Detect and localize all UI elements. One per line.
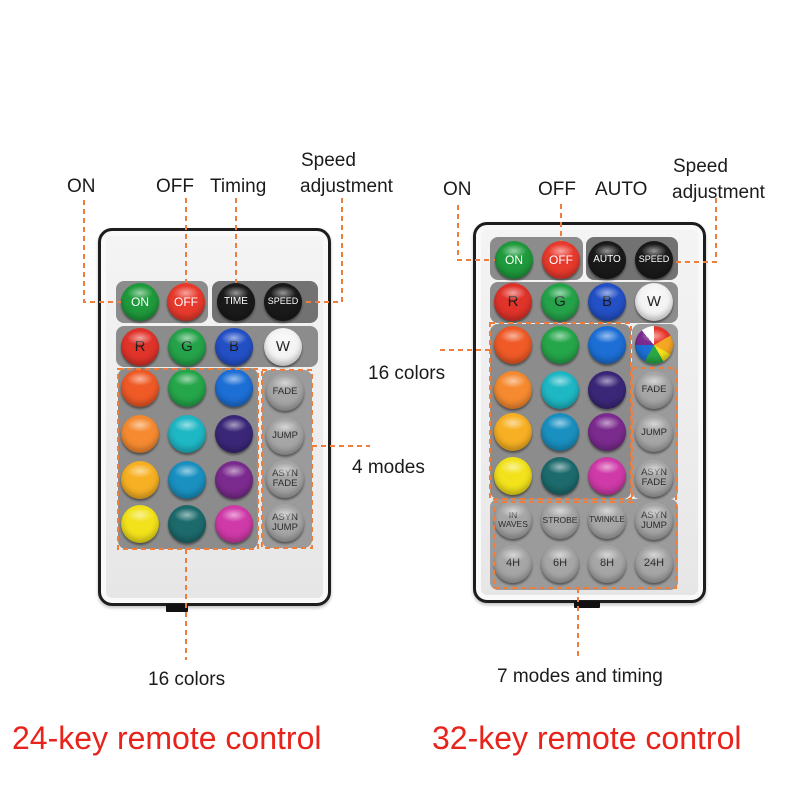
- right-color-key-9[interactable]: [588, 413, 626, 451]
- right-strobe-button[interactable]: STROBE: [541, 501, 579, 539]
- left-asyn-jump-button[interactable]: ASYN JUMP: [266, 504, 304, 542]
- right-remote: ON OFF AUTO SPEED R G B W FADE JUMP ASYN…: [473, 222, 706, 610]
- left-w-button[interactable]: W: [264, 328, 302, 366]
- left-label-on: ON: [67, 176, 96, 197]
- right-color-key-3[interactable]: [588, 326, 626, 364]
- left-remote-bottom-tab: [166, 604, 188, 612]
- left-color-key-11[interactable]: [168, 505, 206, 543]
- left-color-key-8[interactable]: [168, 461, 206, 499]
- right-color-wheel-button[interactable]: [635, 326, 673, 364]
- left-color-key-5[interactable]: [168, 415, 206, 453]
- left-color-key-10[interactable]: [121, 505, 159, 543]
- right-color-key-11[interactable]: [541, 457, 579, 495]
- left-g-button[interactable]: G: [168, 328, 206, 366]
- left-jump-button[interactable]: JUMP: [266, 417, 304, 455]
- right-b-button[interactable]: B: [588, 283, 626, 321]
- left-label-colors: 16 colors: [148, 669, 226, 690]
- left-color-key-12[interactable]: [215, 505, 253, 543]
- right-label-off: OFF: [538, 179, 576, 200]
- right-color-key-10[interactable]: [494, 457, 532, 495]
- right-24h-button[interactable]: 24H: [635, 545, 673, 583]
- left-asyn-fade-button[interactable]: ASYN FADE: [266, 460, 304, 498]
- left-label-modes: 4 modes: [352, 457, 425, 478]
- right-color-key-5[interactable]: [541, 371, 579, 409]
- right-4h-button[interactable]: 4H: [494, 545, 532, 583]
- right-remote-bottom-tab: [574, 601, 600, 608]
- left-on-button[interactable]: ON: [121, 283, 159, 321]
- left-time-button[interactable]: TIME: [217, 283, 255, 321]
- right-label-modes: 7 modes and timing: [497, 666, 663, 687]
- right-label-auto: AUTO: [595, 179, 648, 200]
- right-color-key-1[interactable]: [494, 326, 532, 364]
- right-asyn-jump-button[interactable]: ASYN JUMP: [635, 502, 673, 540]
- left-color-key-7[interactable]: [121, 461, 159, 499]
- right-label-on: ON: [443, 179, 472, 200]
- left-color-key-3[interactable]: [215, 369, 253, 407]
- right-label-speed-line2: adjustment: [672, 182, 765, 203]
- right-off-button[interactable]: OFF: [542, 241, 580, 279]
- right-color-key-12[interactable]: [588, 457, 626, 495]
- right-remote-title: 32-key remote control: [432, 720, 742, 756]
- right-twinkle-button[interactable]: TWINKLE: [588, 501, 626, 539]
- right-color-key-7[interactable]: [494, 413, 532, 451]
- right-asyn-fade-button[interactable]: ASYN FADE: [635, 459, 673, 497]
- right-label-speed-line1: Speed: [673, 156, 728, 177]
- left-off-button[interactable]: OFF: [167, 283, 205, 321]
- right-label-colors: 16 colors: [368, 363, 446, 384]
- left-b-button[interactable]: B: [215, 328, 253, 366]
- right-r-button[interactable]: R: [494, 283, 532, 321]
- right-color-key-4[interactable]: [494, 371, 532, 409]
- left-remote-title: 24-key remote control: [12, 720, 322, 756]
- left-r-button[interactable]: R: [121, 328, 159, 366]
- left-remote: ON OFF TIME SPEED R G B W FADE JUMP ASYN…: [98, 228, 331, 614]
- left-color-key-1[interactable]: [121, 369, 159, 407]
- right-auto-button[interactable]: AUTO: [588, 241, 626, 279]
- right-on-button[interactable]: ON: [495, 241, 533, 279]
- right-w-button[interactable]: W: [635, 283, 673, 321]
- right-g-button[interactable]: G: [541, 283, 579, 321]
- left-color-key-9[interactable]: [215, 461, 253, 499]
- right-jump-button[interactable]: JUMP: [635, 414, 673, 452]
- left-label-speed-line1: Speed: [301, 150, 356, 171]
- left-label-speed-line2: adjustment: [300, 176, 393, 197]
- left-color-key-6[interactable]: [215, 415, 253, 453]
- right-fade-button[interactable]: FADE: [635, 371, 673, 409]
- right-color-key-2[interactable]: [541, 326, 579, 364]
- right-speed-button[interactable]: SPEED: [635, 241, 673, 279]
- right-color-key-6[interactable]: [588, 371, 626, 409]
- left-color-key-4[interactable]: [121, 415, 159, 453]
- left-label-timing: Timing: [210, 176, 267, 197]
- right-in-waves-button[interactable]: IN WAVES: [494, 501, 532, 539]
- right-8h-button[interactable]: 8H: [588, 545, 626, 583]
- right-color-key-8[interactable]: [541, 413, 579, 451]
- right-6h-button[interactable]: 6H: [541, 545, 579, 583]
- left-speed-button[interactable]: SPEED: [264, 283, 302, 321]
- left-label-off: OFF: [156, 176, 194, 197]
- left-color-key-2[interactable]: [168, 369, 206, 407]
- left-fade-button[interactable]: FADE: [266, 373, 304, 411]
